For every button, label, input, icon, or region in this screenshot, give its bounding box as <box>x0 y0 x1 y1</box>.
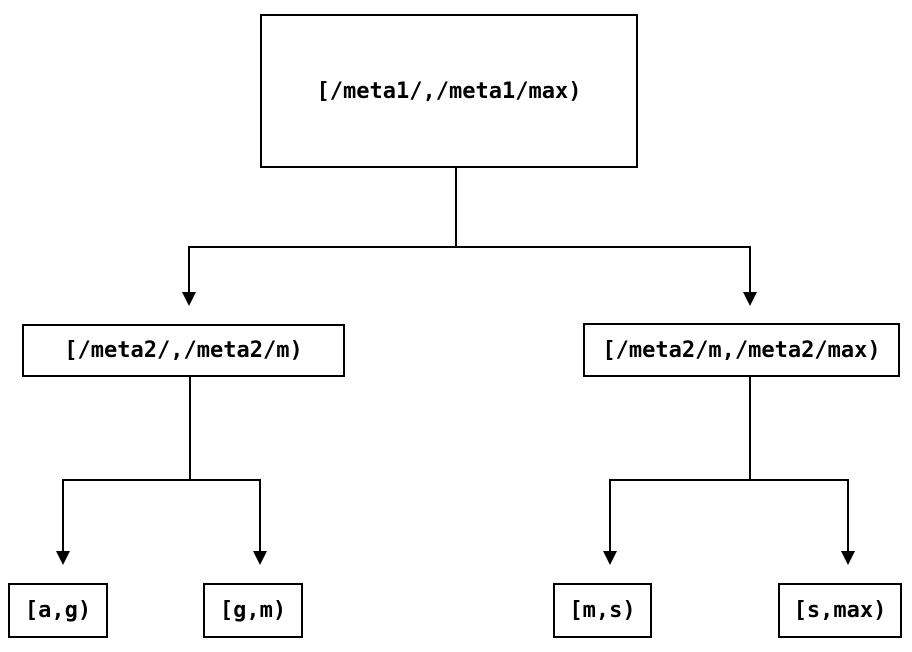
arrowhead-down-icon <box>743 292 757 306</box>
connector-meta2-low-stem <box>189 377 191 480</box>
tree-node-root: [/meta1/,/meta1/max) <box>260 14 638 168</box>
tree-leaf-a-g: [a,g) <box>8 583 108 638</box>
tree-leaf-a-g-label: [a,g) <box>24 598 92 623</box>
connector-drop-leaf-g-m <box>259 479 261 552</box>
arrowhead-down-icon <box>56 551 70 565</box>
tree-leaf-g-m-label: [g,m) <box>219 598 287 623</box>
arrowhead-down-icon <box>841 551 855 565</box>
tree-leaf-m-s-label: [m,s) <box>569 598 636 623</box>
connector-drop-meta2-low <box>188 246 190 293</box>
tree-leaf-s-max: [s,max) <box>778 583 902 638</box>
connector-level1-horizontal <box>188 246 751 248</box>
tree-node-root-label: [/meta1/,/meta1/max) <box>316 78 582 104</box>
tree-leaf-s-max-label: [s,max) <box>793 598 887 623</box>
tree-leaf-m-s: [m,s) <box>553 583 652 638</box>
tree-node-meta2-high-label: [/meta2/m,/meta2/max) <box>602 337 881 363</box>
arrowhead-down-icon <box>603 551 617 565</box>
connector-meta2-high-stem <box>749 377 751 480</box>
arrowhead-down-icon <box>182 292 196 306</box>
tree-node-meta2-low-label: [/meta2/,/meta2/m) <box>64 338 303 363</box>
connector-drop-meta2-high <box>749 246 751 293</box>
connector-drop-leaf-s-max <box>847 479 849 552</box>
arrowhead-down-icon <box>253 551 267 565</box>
connector-root-stem <box>455 168 457 247</box>
tree-node-meta2-low: [/meta2/,/meta2/m) <box>22 324 345 377</box>
connector-level2-right-horizontal <box>609 479 849 481</box>
connector-level2-left-horizontal <box>62 479 261 481</box>
connector-drop-leaf-a-g <box>62 479 64 552</box>
tree-node-meta2-high: [/meta2/m,/meta2/max) <box>583 323 900 377</box>
tree-leaf-g-m: [g,m) <box>203 583 303 638</box>
connector-drop-leaf-m-s <box>609 479 611 552</box>
